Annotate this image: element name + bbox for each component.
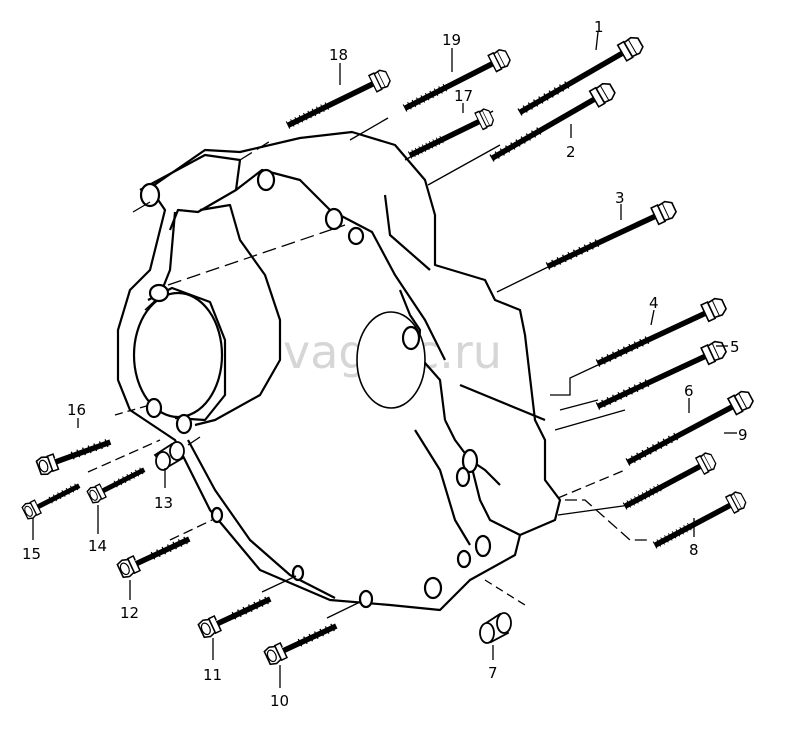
- callout-11: 11: [203, 666, 222, 684]
- callout-5: 5: [730, 338, 740, 356]
- callout-14: 14: [88, 537, 107, 555]
- callout-15: 15: [22, 545, 41, 563]
- callout-6: 6: [684, 382, 694, 400]
- callout-4: 4: [649, 294, 659, 312]
- callout-1: 1: [594, 18, 604, 36]
- bolt-8[interactable]: [651, 490, 748, 553]
- callout-16: 16: [67, 401, 86, 419]
- callout-2: 2: [566, 143, 576, 161]
- dowel-sleeve-13[interactable]: [153, 441, 185, 471]
- callout-10: 10: [270, 692, 289, 710]
- callout-9: 9: [738, 426, 748, 444]
- callout-8: 8: [689, 541, 699, 559]
- bolt-15[interactable]: [21, 478, 83, 520]
- callout-19: 19: [442, 31, 461, 49]
- bolt-19[interactable]: [401, 48, 512, 116]
- bolt-5[interactable]: [594, 339, 728, 414]
- callout-12: 12: [120, 604, 139, 622]
- callout-18: 18: [329, 46, 348, 64]
- bolt-3[interactable]: [544, 199, 678, 274]
- dowel-sleeve-7[interactable]: [479, 612, 512, 644]
- callout-7: 7: [488, 664, 498, 682]
- bolt-11[interactable]: [198, 591, 274, 639]
- callout-3: 3: [615, 189, 625, 207]
- leader-lines: [32, 31, 737, 688]
- bolt-16[interactable]: [36, 433, 114, 476]
- callout-17: 17: [454, 87, 473, 105]
- callout-13: 13: [154, 494, 173, 512]
- transmission-bell-housing[interactable]: [116, 130, 562, 612]
- bolt-12[interactable]: [117, 531, 193, 579]
- bolt-18[interactable]: [284, 68, 392, 133]
- bolt-10[interactable]: [264, 618, 340, 666]
